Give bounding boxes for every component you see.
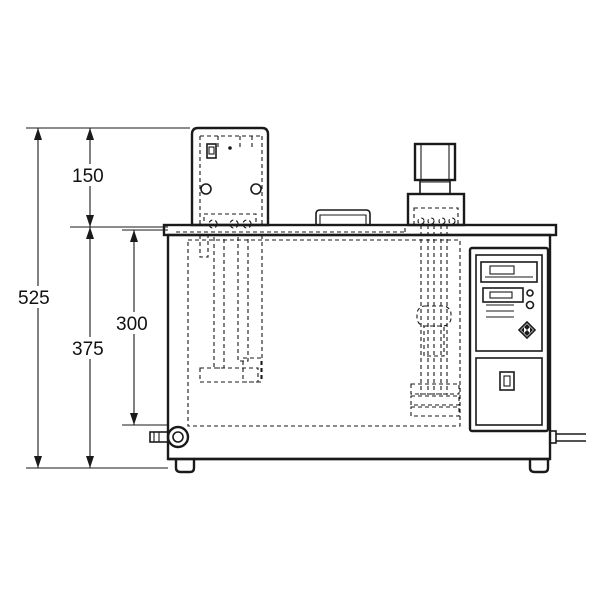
power-cable (549, 430, 586, 444)
left-knob (200, 183, 212, 195)
lid-handle (315, 209, 371, 225)
left-foot (174, 459, 196, 474)
dimension-labels: 525 150 375 300 (16, 164, 156, 360)
left-unit (190, 126, 270, 383)
breaker-switch (499, 371, 515, 391)
display-secondary (482, 287, 524, 303)
label-150: 150 (72, 166, 104, 187)
right-unit (406, 142, 466, 417)
display-top (480, 261, 538, 283)
keypad[interactable] (517, 320, 537, 340)
tank-body (162, 223, 558, 474)
control-panel (468, 246, 550, 433)
label-375: 375 (72, 339, 104, 360)
label-525: 525 (18, 288, 50, 309)
label-300: 300 (116, 314, 148, 335)
right-foot (528, 459, 550, 474)
power-switch (206, 143, 217, 159)
right-knob (250, 183, 262, 195)
drain-valve (149, 425, 190, 449)
indicator-lamp (525, 300, 535, 310)
bath-outline (187, 239, 461, 427)
